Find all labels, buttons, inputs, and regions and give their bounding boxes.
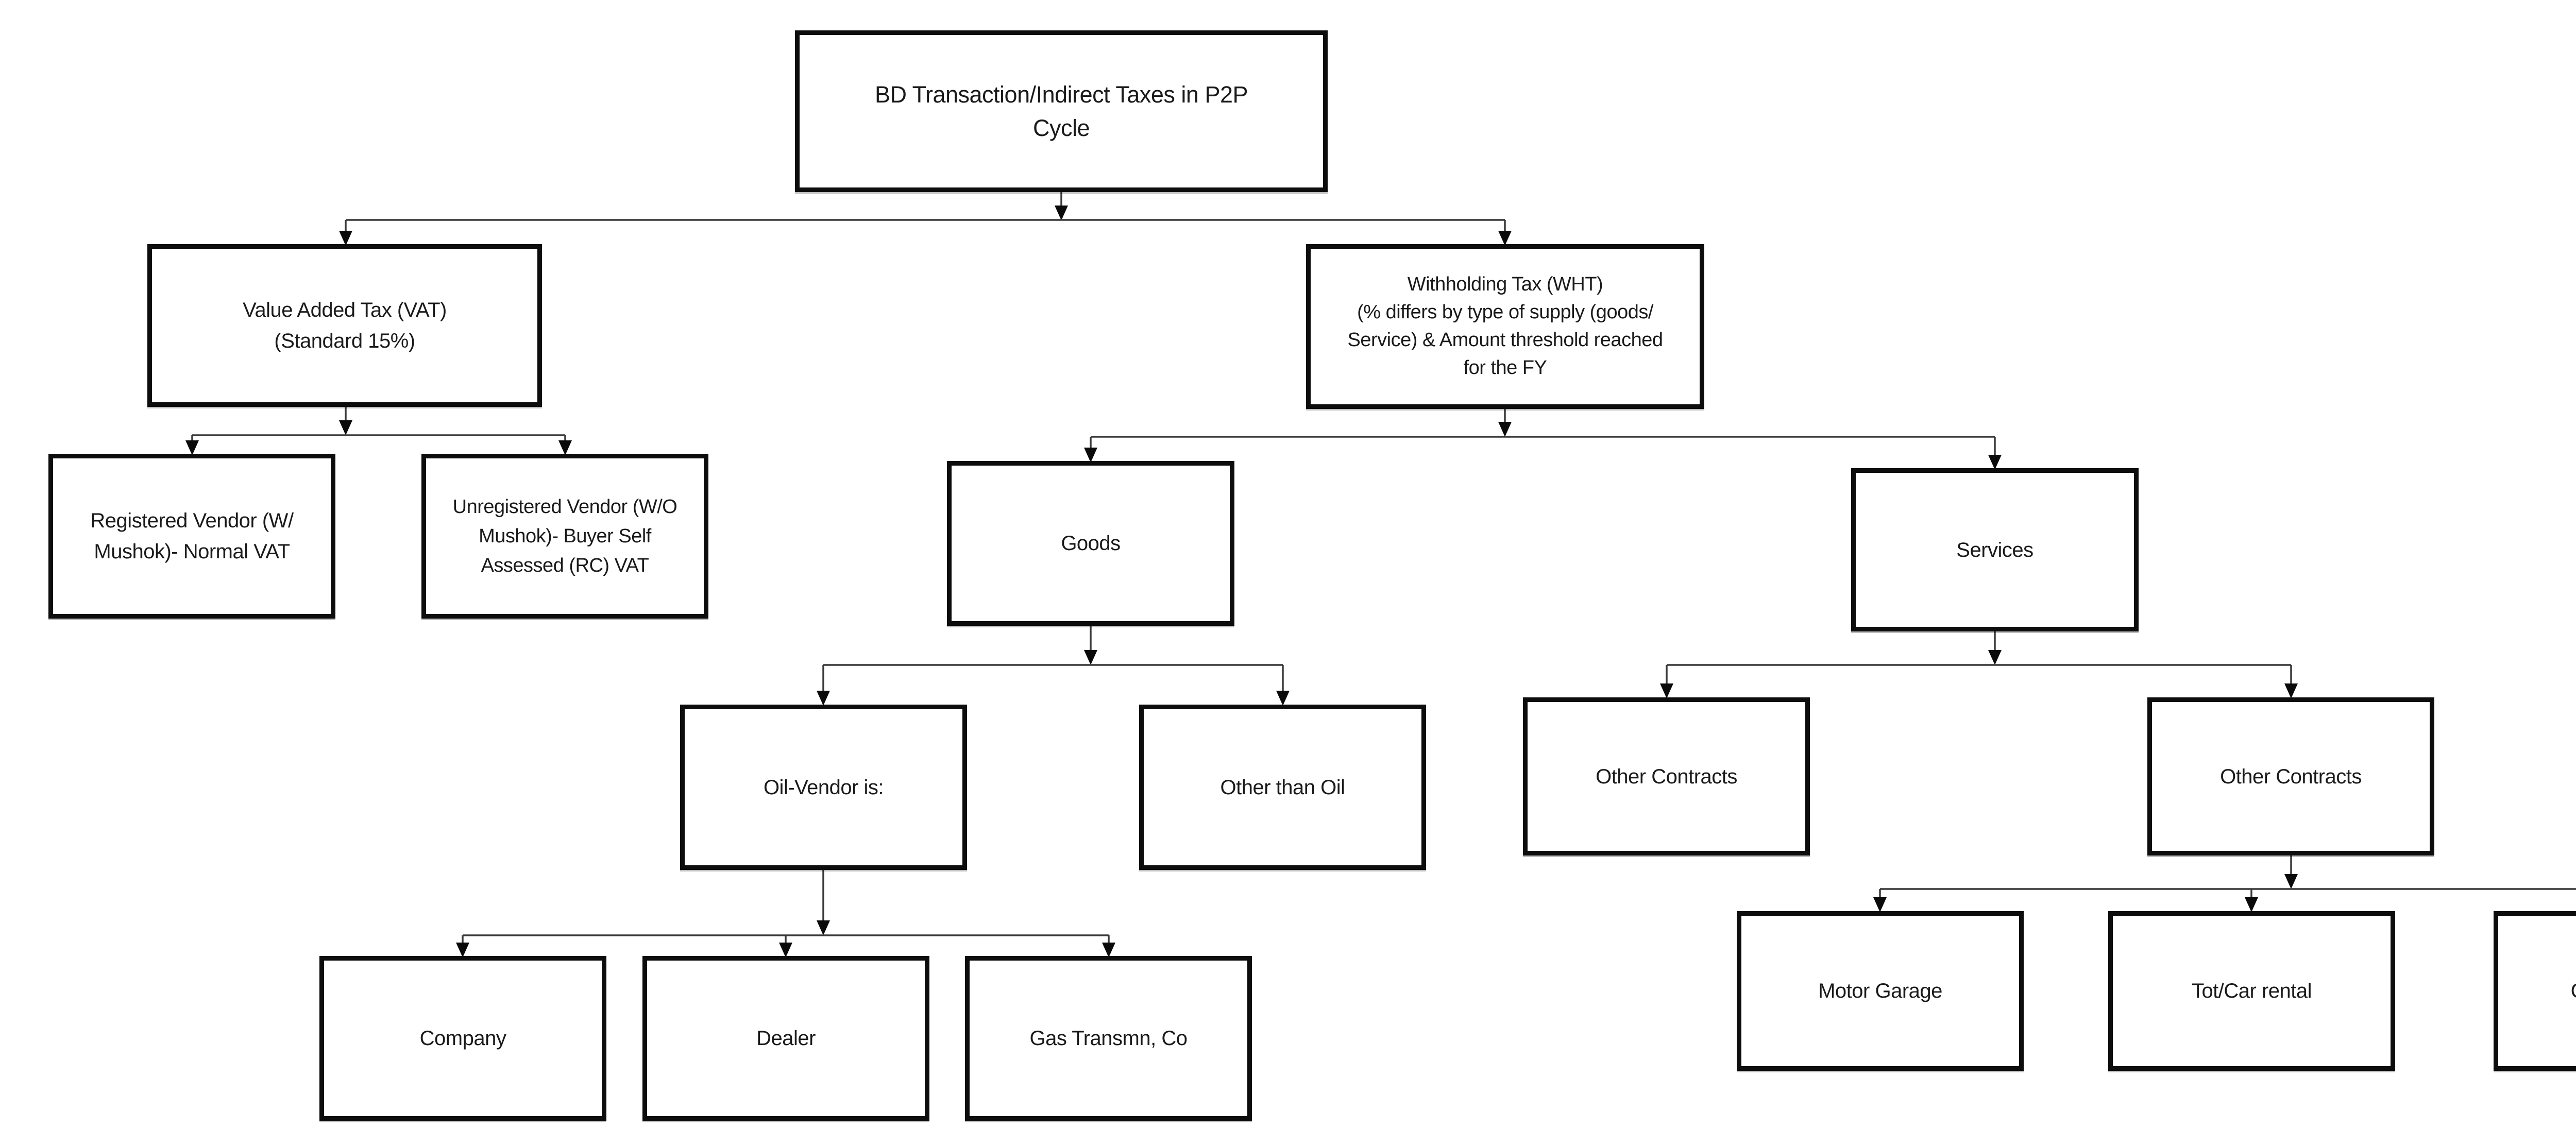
arrowhead bbox=[1055, 206, 1068, 220]
node-services: Services bbox=[1851, 468, 2139, 631]
edge-root-children bbox=[339, 192, 1512, 246]
edge-services-children bbox=[1660, 631, 2298, 698]
arrowhead bbox=[1660, 683, 1673, 698]
node-unregistered-vendor: Unregistered Vendor (W/O Mushok)- Buyer … bbox=[421, 454, 708, 619]
node-vat: Value Added Tax (VAT) (Standard 15%) bbox=[147, 244, 542, 407]
arrowhead bbox=[817, 920, 830, 935]
node-other-than-oil: Other than Oil bbox=[1139, 705, 1426, 870]
node-other-contracts-2: Other Contracts bbox=[2147, 697, 2434, 856]
node-dealer: Dealer bbox=[642, 956, 929, 1121]
arrowhead bbox=[817, 691, 830, 706]
arrowhead bbox=[779, 943, 792, 957]
node-registered-vendor: Registered Vendor (W/ Mushok)- Normal VA… bbox=[48, 454, 335, 619]
node-oil-vendor: Oil-Vendor is: bbox=[680, 705, 967, 870]
edge-goods-children bbox=[817, 626, 1290, 706]
arrowhead bbox=[2284, 874, 2298, 889]
arrowhead bbox=[1084, 650, 1097, 665]
arrowhead bbox=[1498, 231, 1512, 246]
arrowhead bbox=[558, 440, 572, 455]
edge-vat-children bbox=[185, 407, 572, 455]
arrowhead bbox=[1498, 422, 1512, 437]
node-motor-garage: Motor Garage bbox=[1737, 911, 2024, 1071]
arrowhead bbox=[1988, 650, 2002, 665]
node-wht: Withholding Tax (WHT) (% differs by type… bbox=[1306, 244, 1704, 409]
arrowhead bbox=[1102, 943, 1115, 957]
arrowhead bbox=[1084, 448, 1097, 463]
edge-other-contracts-children bbox=[1873, 856, 2576, 912]
arrowhead bbox=[185, 440, 199, 455]
arrowhead bbox=[2245, 897, 2258, 912]
arrowhead bbox=[1873, 897, 1887, 912]
node-gas-transmn-co: Gas Transmn, Co bbox=[965, 956, 1252, 1121]
edge-oil-vendor-children bbox=[456, 870, 1115, 957]
node-company: Company bbox=[319, 956, 606, 1121]
arrowhead bbox=[1276, 691, 1290, 706]
arrowhead bbox=[339, 231, 352, 246]
node-goods: Goods bbox=[947, 461, 1234, 626]
arrowhead bbox=[1988, 455, 2002, 470]
node-other-services: Other Services bbox=[2494, 911, 2576, 1071]
arrowhead bbox=[339, 420, 352, 435]
node-tot-car-rental: Tot/Car rental bbox=[2108, 911, 2395, 1071]
node-root: BD Transaction/Indirect Taxes in P2P Cyc… bbox=[795, 30, 1328, 192]
arrowhead bbox=[456, 943, 469, 957]
arrowhead bbox=[2284, 683, 2298, 698]
node-other-contracts-1: Other Contracts bbox=[1523, 697, 1810, 856]
